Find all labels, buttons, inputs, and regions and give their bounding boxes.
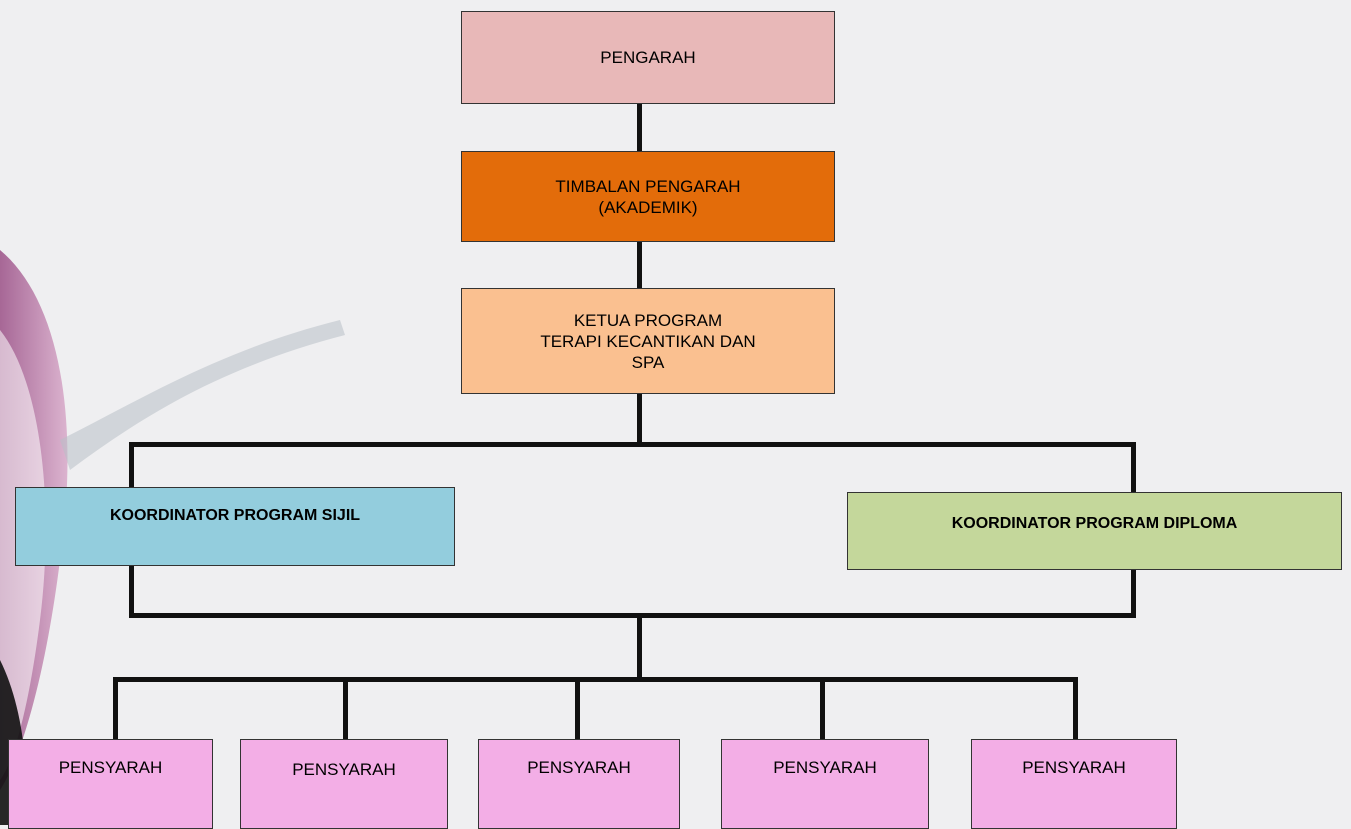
node-coordinator-diploma: KOORDINATOR PROGRAM DIPLOMA [847,492,1342,570]
connector-deputy-head [637,242,642,288]
node-lecturer-3: PENSYARAH [478,739,680,829]
node-program-head: KETUA PROGRAM TERAPI KECANTIKAN DAN SPA [461,288,835,394]
node-lecturer-label: PENSYARAH [58,758,163,777]
node-director: PENGARAH [461,11,835,104]
connector-lecturers-horizontal [113,677,1078,682]
node-deputy-line2: (AKADEMIK) [598,197,698,217]
connector-head-down [637,394,642,446]
node-deputy-director: TIMBALAN PENGARAH (AKADEMIK) [461,151,835,242]
node-lecturer-label: PENSYARAH [527,758,631,777]
node-head-line1: KETUA PROGRAM [573,310,723,330]
connector-lecturer-3 [575,677,580,739]
node-lecturer-4: PENSYARAH [721,739,929,829]
connector-director-deputy [637,104,642,152]
connector-lecturer-4 [820,677,825,739]
connector-lower-horizontal [129,613,1136,618]
connector-upper-horizontal [129,442,1136,447]
connector-lecturer-1 [113,677,118,739]
connector-lecturer-5 [1073,677,1078,739]
connector-to-lecturers [637,613,642,681]
node-lecturer-5: PENSYARAH [971,739,1177,829]
node-lecturer-label: PENSYARAH [773,758,877,777]
node-lecturer-2: PENSYARAH [240,739,448,829]
node-head-line2: TERAPI KECANTIKAN DAN [540,331,756,351]
node-lecturer-1: PENSYARAH [8,739,213,829]
node-coord-diploma-label: KOORDINATOR PROGRAM DIPLOMA [951,515,1238,532]
node-lecturer-label: PENSYARAH [1022,758,1126,777]
node-head-line3: SPA [631,352,665,372]
node-lecturer-label: PENSYARAH [292,760,396,779]
node-coord-certificate-label: KOORDINATOR PROGRAM SIJIL [109,507,361,524]
node-coordinator-certificate: KOORDINATOR PROGRAM SIJIL [15,487,455,566]
connector-lecturer-2 [343,677,348,739]
node-deputy-line1: TIMBALAN PENGARAH [555,176,741,196]
node-director-label: PENGARAH [600,48,696,67]
